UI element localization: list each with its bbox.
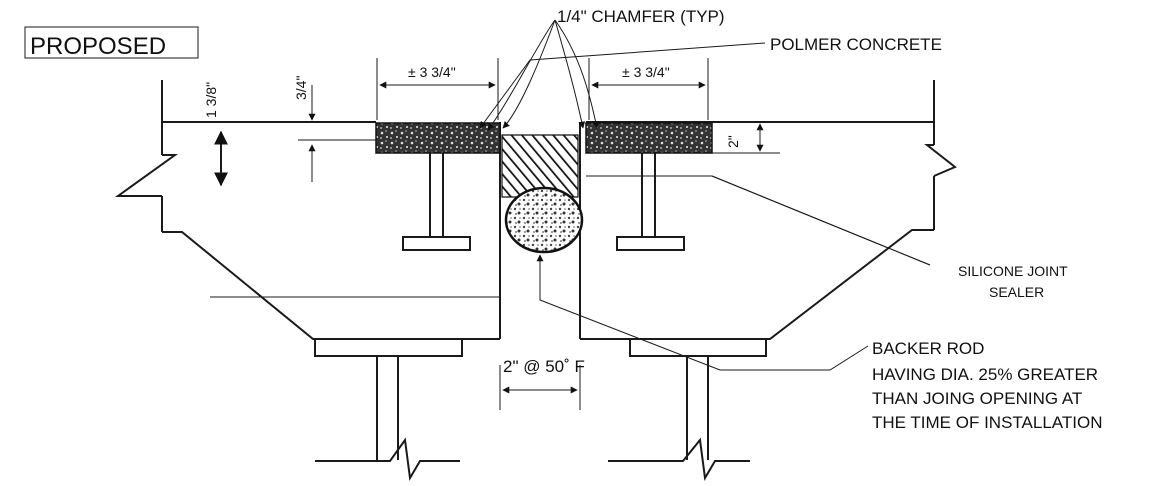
svg-text:SILICONE JOINT: SILICONE JOINT: [958, 263, 1068, 279]
dim-left-width: ± 3 3/4": [376, 58, 499, 120]
left-anchor: [402, 153, 471, 251]
backer-rod: [504, 186, 584, 254]
chamfer-callout: 1/4" CHAMFER (TYP): [487, 7, 725, 131]
right-girder: [608, 339, 767, 482]
dim-2: 2": [712, 121, 780, 154]
dim-right-width: ± 3 3/4": [588, 58, 709, 120]
silicone-sealer: [501, 134, 579, 198]
right-anchor: [616, 153, 685, 251]
svg-text:2": 2": [725, 135, 741, 148]
gap-dim: 2" @ 50˚ F: [499, 357, 585, 410]
svg-text:SEALER: SEALER: [989, 284, 1044, 300]
right-slab: [579, 80, 957, 340]
svg-text:POLMER CONCRETE: POLMER CONCRETE: [770, 35, 942, 54]
left-slab: [114, 80, 501, 340]
svg-text:HAVING DIA. 25% GREATER: HAVING DIA. 25% GREATER: [872, 365, 1098, 384]
backer-callout: BACKER ROD HAVING DIA. 25% GREATER THAN …: [536, 254, 1102, 432]
svg-text:THE TIME OF INSTALLATION: THE TIME OF INSTALLATION: [872, 413, 1102, 432]
svg-text:1/4" CHAMFER (TYP): 1/4" CHAMFER (TYP): [557, 7, 725, 26]
dim-1-3-8: 1 3/8": [200, 82, 238, 187]
right-polymer-concrete: [585, 122, 713, 154]
title-text: PROPOSED: [30, 33, 166, 60]
polymer-callout: POLMER CONCRETE: [479, 35, 942, 129]
svg-text:± 3 3/4": ± 3 3/4": [408, 64, 456, 80]
dim-3-4: 3/4": [293, 76, 316, 182]
left-polymer-concrete: [375, 122, 501, 154]
svg-text:3/4": 3/4": [293, 76, 309, 100]
svg-text:± 3 3/4": ± 3 3/4": [622, 64, 670, 80]
svg-text:2" @ 50˚ F: 2" @ 50˚ F: [503, 357, 585, 376]
svg-text:1 3/8": 1 3/8": [203, 82, 219, 118]
left-girder: [314, 339, 463, 482]
title-box: PROPOSED: [24, 26, 199, 60]
svg-text:THAN JOING OPENING AT: THAN JOING OPENING AT: [872, 389, 1082, 408]
sealer-callout: SILICONE JOINT SEALER: [711, 175, 1068, 300]
svg-text:BACKER ROD: BACKER ROD: [872, 339, 984, 358]
